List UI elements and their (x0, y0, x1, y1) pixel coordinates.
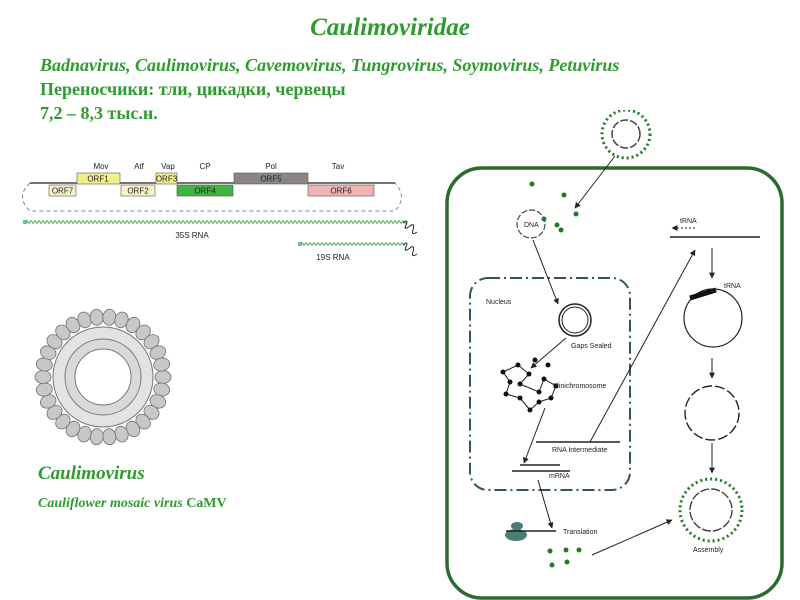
replication-cycle-diagram: Nucleus DNA Gaps Sealed Minichromosome R… (445, 110, 784, 600)
ribosome-large-subunit (505, 529, 527, 541)
arrow-to-reverse-transcription (589, 249, 696, 443)
capsomer (89, 428, 104, 446)
capsomer (89, 308, 104, 326)
protein-label-tav: Tav (332, 162, 344, 171)
arrow-to-nucleus (532, 239, 559, 305)
orf2-label: ORF2 (127, 187, 149, 196)
assembled-virion-outer (678, 477, 744, 543)
rna-35s-wave (25, 220, 407, 224)
orf3-label: ORF3 (156, 175, 178, 184)
genome-size-text: 7,2 – 8,3 тыс.н. (40, 103, 158, 123)
rna-35s-label: 35S RNA (175, 231, 209, 240)
rna-19s-polya (402, 242, 418, 257)
orf5-box (233, 172, 309, 185)
rna-19s-wave (300, 242, 406, 246)
orf1-label: ORF1 (87, 175, 109, 184)
virion-illustration (34, 308, 172, 446)
cell-boundary (445, 166, 784, 600)
orf7-box (48, 184, 77, 197)
assembly-label: Assembly (693, 547, 724, 554)
capsomer (154, 370, 172, 384)
sealed-dna-circle (558, 303, 592, 337)
protein-label-mov: Mov (93, 162, 108, 171)
orf1-box (76, 172, 121, 185)
nucleus-label: Nucleus (486, 299, 512, 306)
orf3-box (155, 172, 178, 185)
orf5-label: ORF5 (260, 175, 282, 184)
orf6-label: ORF6 (330, 187, 352, 196)
gaps-sealed-label: Gaps Sealed (571, 343, 612, 350)
orf6-box (307, 184, 375, 197)
incoming-virion-outer (600, 110, 652, 160)
arrow-to-assembly (591, 519, 673, 556)
genome-dashed-outline (22, 182, 402, 212)
vectors-text: Переносчики: тли, цикадки, червецы (40, 79, 346, 99)
orf4-label: ORF4 (194, 187, 216, 196)
arrow-to-minichromosome (530, 337, 567, 369)
ribosome-small-subunit (511, 522, 523, 530)
arrow-mrna-export (537, 479, 554, 529)
arrow-entry (574, 155, 616, 209)
rna-19s-cap (297, 241, 303, 247)
rna-35s-cap (22, 219, 28, 225)
nucleus-boundary (469, 277, 631, 491)
trna-label-2: tRNA (724, 283, 741, 290)
protein-label-vap: Vap (161, 162, 175, 171)
mrna-label: mRNA (549, 473, 570, 480)
genome-map: Mov Atf Vap CP Pol Tav ORF1 ORF2 ORF3 OR… (22, 162, 418, 262)
genus-label: Caulimovirus (38, 463, 145, 484)
rna-19s-label: 19S RNA (316, 253, 350, 262)
protein-label-pol: Pol (265, 162, 277, 171)
trna-label-1: tRNA (680, 218, 697, 225)
dna-label: DNA (524, 222, 539, 229)
capsomer (102, 428, 117, 446)
protein-label-atf: Atf (134, 162, 145, 171)
capsomer (34, 370, 52, 384)
species-line: Cauliflower mosaic virus CaMV (38, 496, 227, 512)
page-title: Caulimoviridae (310, 14, 470, 41)
rna-35s-polya (402, 220, 418, 235)
orf2-box (120, 184, 156, 197)
orf4-box (176, 184, 234, 197)
uncoated-dna (516, 209, 546, 239)
nucleosome-beads (500, 357, 559, 413)
genera-list: Badnavirus, Caulimovirus, Cavemovirus, T… (40, 55, 620, 75)
species-name: Cauliflower mosaic virus (38, 496, 183, 511)
orf7-label: ORF7 (52, 187, 74, 196)
trna-primer-2 (689, 287, 717, 301)
translation-label: Translation (563, 529, 597, 536)
released-coat-proteins (529, 181, 579, 233)
minichromosome-label: Minichromosome (553, 383, 606, 390)
virion-cavity (74, 348, 132, 406)
gapped-dna-circle (684, 385, 740, 441)
capsomer (153, 357, 171, 372)
incoming-virion-inner (611, 119, 641, 149)
new-coat-proteins (547, 547, 582, 568)
protein-label-cp: CP (199, 162, 210, 171)
rna-intermediate-label: RNA Intermediate (552, 447, 607, 454)
capsomer (102, 308, 117, 326)
arrow-to-transcripts (523, 407, 546, 464)
assembled-virion-inner (689, 488, 733, 532)
species-abbreviation: CaMV (186, 496, 227, 511)
